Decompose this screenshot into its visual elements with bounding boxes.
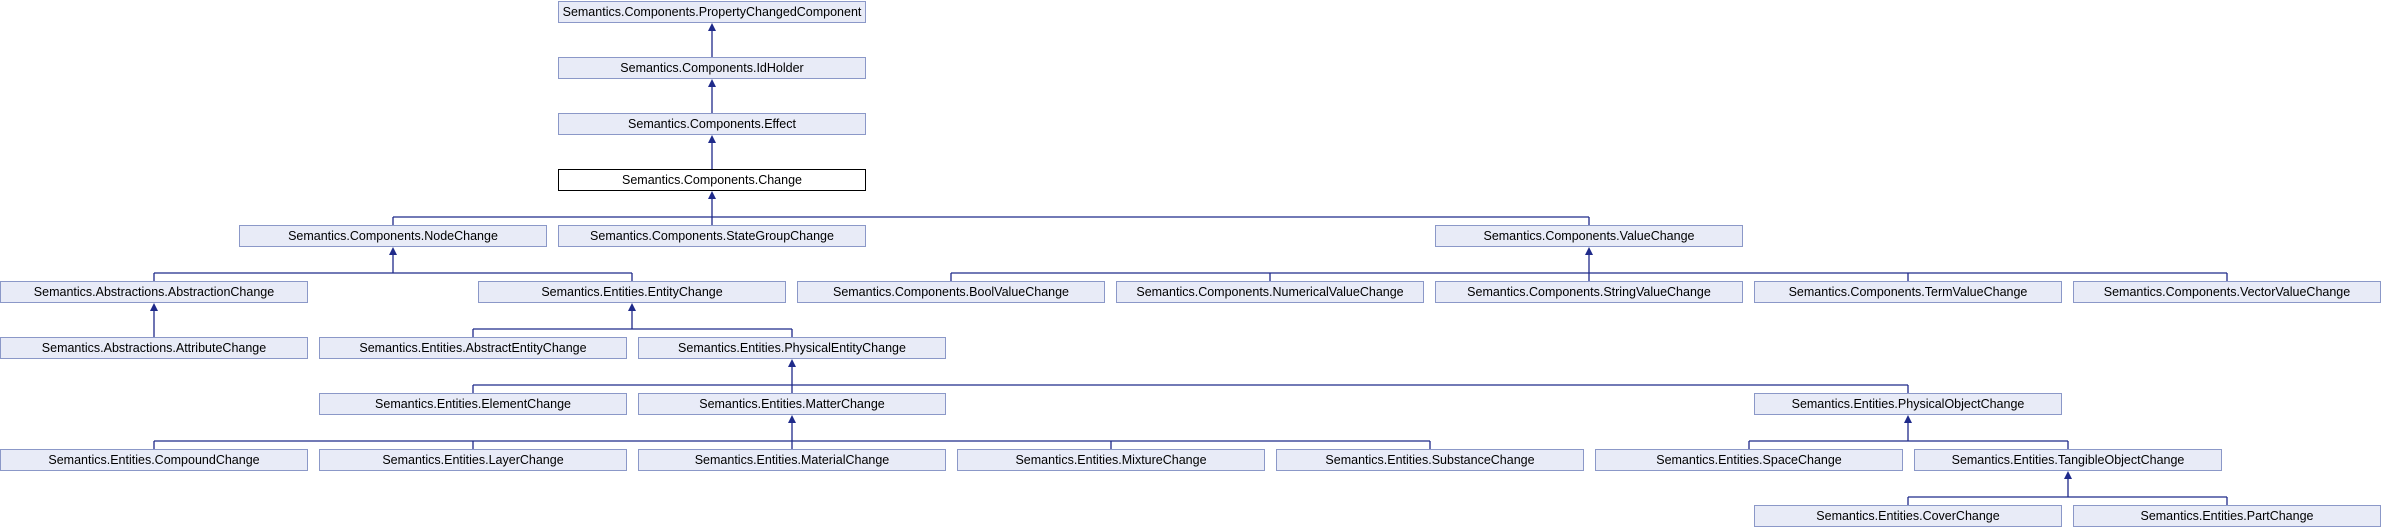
arrowhead-entity-change — [628, 303, 636, 311]
arrowhead-value-change — [1585, 247, 1593, 255]
class-node-mixture-change[interactable]: Semantics.Entities.MixtureChange — [957, 449, 1265, 471]
class-node-element-change[interactable]: Semantics.Entities.ElementChange — [319, 393, 627, 415]
class-node-term-value-change[interactable]: Semantics.Components.TermValueChange — [1754, 281, 2062, 303]
class-node-material-change[interactable]: Semantics.Entities.MaterialChange — [638, 449, 946, 471]
arrowhead-tangible-object-change — [2064, 471, 2072, 479]
arrowhead-property-changed-component — [708, 23, 716, 31]
class-node-physical-object-change[interactable]: Semantics.Entities.PhysicalObjectChange — [1754, 393, 2062, 415]
class-node-vector-value-change[interactable]: Semantics.Components.VectorValueChange — [2073, 281, 2381, 303]
class-node-abstract-entity-change[interactable]: Semantics.Entities.AbstractEntityChange — [319, 337, 627, 359]
class-node-entity-change[interactable]: Semantics.Entities.EntityChange — [478, 281, 786, 303]
class-node-effect[interactable]: Semantics.Components.Effect — [558, 113, 866, 135]
class-node-compound-change[interactable]: Semantics.Entities.CompoundChange — [0, 449, 308, 471]
class-node-id-holder[interactable]: Semantics.Components.IdHolder — [558, 57, 866, 79]
class-node-attribute-change[interactable]: Semantics.Abstractions.AttributeChange — [0, 337, 308, 359]
arrowhead-node-change — [389, 247, 397, 255]
class-node-matter-change[interactable]: Semantics.Entities.MatterChange — [638, 393, 946, 415]
class-node-node-change[interactable]: Semantics.Components.NodeChange — [239, 225, 547, 247]
class-node-state-group-change[interactable]: Semantics.Components.StateGroupChange — [558, 225, 866, 247]
class-node-part-change[interactable]: Semantics.Entities.PartChange — [2073, 505, 2381, 527]
class-node-cover-change[interactable]: Semantics.Entities.CoverChange — [1754, 505, 2062, 527]
class-node-physical-entity-change[interactable]: Semantics.Entities.PhysicalEntityChange — [638, 337, 946, 359]
class-node-value-change[interactable]: Semantics.Components.ValueChange — [1435, 225, 1743, 247]
arrowhead-physical-object-change — [1904, 415, 1912, 423]
class-node-numerical-value-change[interactable]: Semantics.Components.NumericalValueChang… — [1116, 281, 1424, 303]
class-node-abstraction-change[interactable]: Semantics.Abstractions.AbstractionChange — [0, 281, 308, 303]
arrowhead-matter-change — [788, 415, 796, 423]
class-node-substance-change[interactable]: Semantics.Entities.SubstanceChange — [1276, 449, 1584, 471]
class-node-property-changed-component[interactable]: Semantics.Components.PropertyChangedComp… — [558, 1, 866, 23]
arrowhead-abstraction-change — [150, 303, 158, 311]
arrowhead-physical-entity-change — [788, 359, 796, 367]
arrowhead-change — [708, 191, 716, 199]
arrowhead-id-holder — [708, 79, 716, 87]
class-node-space-change[interactable]: Semantics.Entities.SpaceChange — [1595, 449, 1903, 471]
arrowhead-effect — [708, 135, 716, 143]
class-node-string-value-change[interactable]: Semantics.Components.StringValueChange — [1435, 281, 1743, 303]
class-node-layer-change[interactable]: Semantics.Entities.LayerChange — [319, 449, 627, 471]
class-node-bool-value-change[interactable]: Semantics.Components.BoolValueChange — [797, 281, 1105, 303]
class-node-change[interactable]: Semantics.Components.Change — [558, 169, 866, 191]
class-node-tangible-object-change[interactable]: Semantics.Entities.TangibleObjectChange — [1914, 449, 2222, 471]
